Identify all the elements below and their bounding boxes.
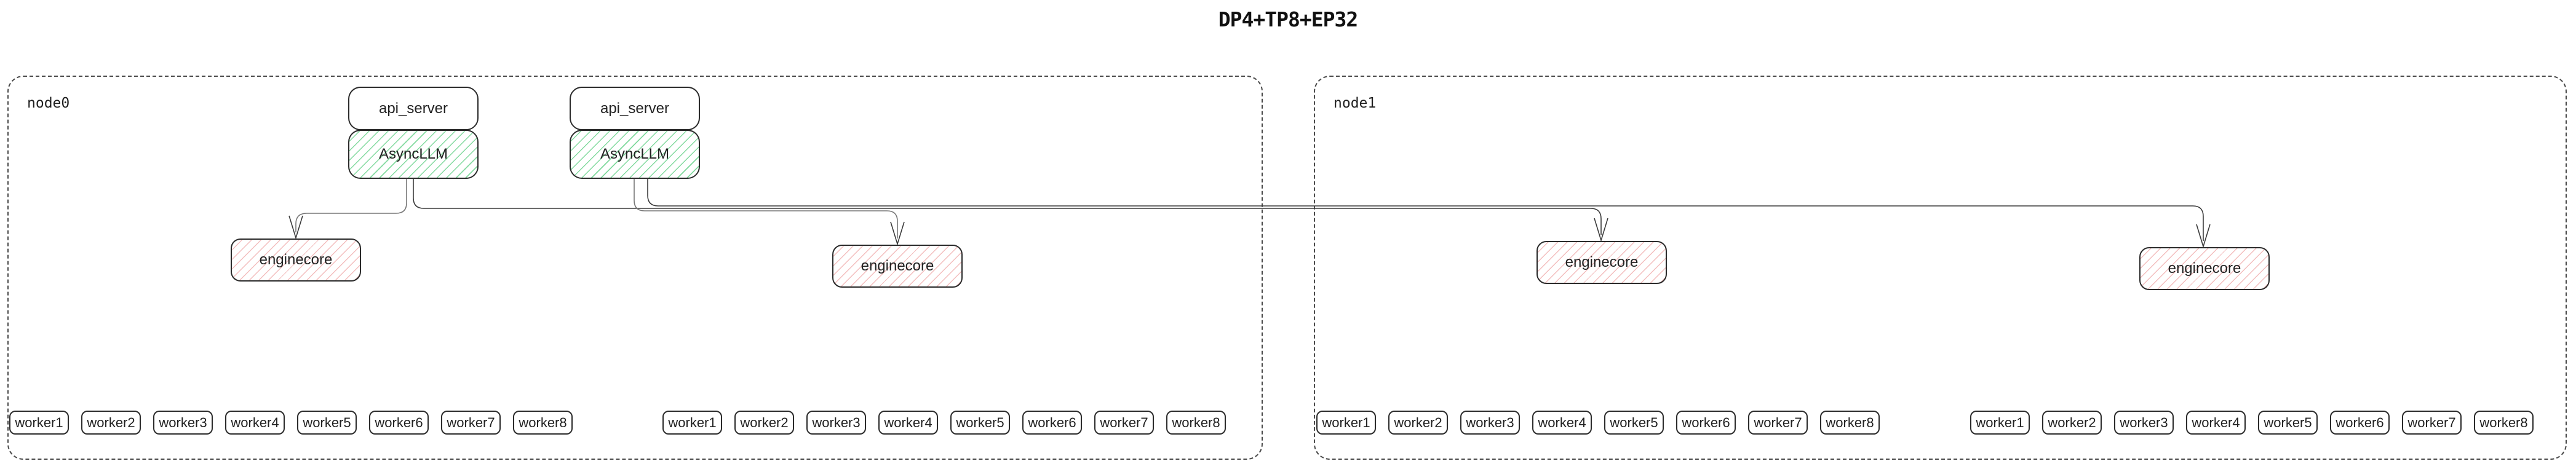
enginecore-label-2: enginecore [861, 258, 934, 274]
worker-label: worker2 [1394, 414, 1442, 430]
worker-label: worker3 [1466, 414, 1514, 430]
worker-label: worker7 [447, 414, 495, 430]
enginecore-box-2: enginecore [832, 245, 963, 288]
worker-label: worker5 [303, 414, 351, 430]
worker-box: worker8 [2474, 411, 2534, 435]
worker-box: worker5 [1604, 411, 1664, 435]
worker-box: worker8 [1166, 411, 1226, 435]
worker-box: worker2 [1388, 411, 1448, 435]
worker-box: worker5 [950, 411, 1010, 435]
worker-box: worker4 [878, 411, 938, 435]
worker-box: worker2 [734, 411, 794, 435]
node1-container: node1 [1314, 76, 2567, 460]
worker-label: worker4 [2192, 414, 2240, 430]
worker-box: worker6 [1022, 411, 1082, 435]
worker-box: worker7 [1094, 411, 1154, 435]
api-server-box-1: api_server [348, 87, 479, 130]
worker-box: worker3 [806, 411, 866, 435]
worker-label: worker4 [884, 414, 932, 430]
worker-label: worker8 [2479, 414, 2528, 430]
worker-label: worker5 [2264, 414, 2312, 430]
worker-box: worker8 [513, 411, 573, 435]
worker-label: worker3 [2120, 414, 2168, 430]
worker-box: worker3 [1460, 411, 1520, 435]
api-server-box-2: api_server [570, 87, 700, 130]
worker-label: worker7 [2407, 414, 2456, 430]
worker-group-3: worker1 worker2 worker3 worker4 worker5 … [1316, 411, 1880, 435]
asyncllm-label-1: AsyncLLM [378, 146, 448, 162]
worker-box: worker1 [1316, 411, 1376, 435]
worker-label: worker2 [740, 414, 789, 430]
asyncllm-label-2: AsyncLLM [600, 146, 670, 162]
enginecore-box-1: enginecore [231, 238, 361, 282]
worker-box: worker5 [297, 411, 357, 435]
worker-box: worker3 [2114, 411, 2174, 435]
worker-box: worker4 [2186, 411, 2246, 435]
worker-box: worker1 [1970, 411, 2030, 435]
worker-label: worker2 [2048, 414, 2096, 430]
asyncllm-box-1: AsyncLLM [348, 130, 479, 179]
api-server-label-2: api_server [600, 100, 670, 117]
node1-label: node1 [1334, 95, 1377, 111]
api-server-label-1: api_server [378, 100, 448, 117]
worker-label: worker7 [1100, 414, 1148, 430]
enginecore-label-3: enginecore [1565, 254, 1639, 270]
worker-label: worker3 [812, 414, 861, 430]
worker-box: worker2 [2042, 411, 2102, 435]
asyncllm-box-2: AsyncLLM [570, 130, 700, 179]
worker-label: worker3 [159, 414, 207, 430]
worker-label: worker8 [519, 414, 567, 430]
worker-label: worker4 [231, 414, 279, 430]
worker-label: worker7 [1754, 414, 1802, 430]
worker-box: worker1 [662, 411, 722, 435]
worker-label: worker1 [668, 414, 717, 430]
worker-box: worker7 [1748, 411, 1808, 435]
worker-box: worker2 [81, 411, 141, 435]
node0-container: node0 [7, 76, 1263, 460]
worker-box: worker3 [153, 411, 213, 435]
worker-box: worker4 [1532, 411, 1592, 435]
worker-box: worker1 [9, 411, 69, 435]
worker-label: worker8 [1172, 414, 1220, 430]
worker-label: worker6 [1682, 414, 1730, 430]
worker-label: worker1 [1322, 414, 1370, 430]
worker-group-1: worker1 worker2 worker3 worker4 worker5 … [9, 411, 573, 435]
worker-box: worker6 [369, 411, 429, 435]
worker-label: worker8 [1826, 414, 1874, 430]
worker-label: worker1 [15, 414, 63, 430]
worker-box: worker8 [1820, 411, 1880, 435]
enginecore-box-4: enginecore [2139, 247, 2270, 290]
worker-box: worker7 [2402, 411, 2462, 435]
worker-box: worker6 [1676, 411, 1736, 435]
enginecore-label-4: enginecore [2168, 260, 2241, 277]
worker-label: worker2 [87, 414, 135, 430]
worker-label: worker6 [1028, 414, 1076, 430]
worker-group-4: worker1 worker2 worker3 worker4 worker5 … [1970, 411, 2534, 435]
worker-box: worker5 [2258, 411, 2318, 435]
worker-label: worker4 [1538, 414, 1586, 430]
worker-box: worker4 [225, 411, 285, 435]
worker-box: worker6 [2330, 411, 2390, 435]
worker-label: worker5 [1610, 414, 1658, 430]
worker-label: worker5 [956, 414, 1004, 430]
worker-label: worker1 [1976, 414, 2024, 430]
enginecore-box-3: enginecore [1536, 241, 1667, 284]
worker-box: worker7 [441, 411, 501, 435]
worker-label: worker6 [375, 414, 423, 430]
diagram-title: DP4+TP8+EP32 [1218, 7, 1358, 31]
worker-label: worker6 [2335, 414, 2384, 430]
enginecore-label-1: enginecore [259, 251, 333, 268]
node0-label: node0 [27, 95, 70, 111]
worker-group-2: worker1 worker2 worker3 worker4 worker5 … [662, 411, 1226, 435]
